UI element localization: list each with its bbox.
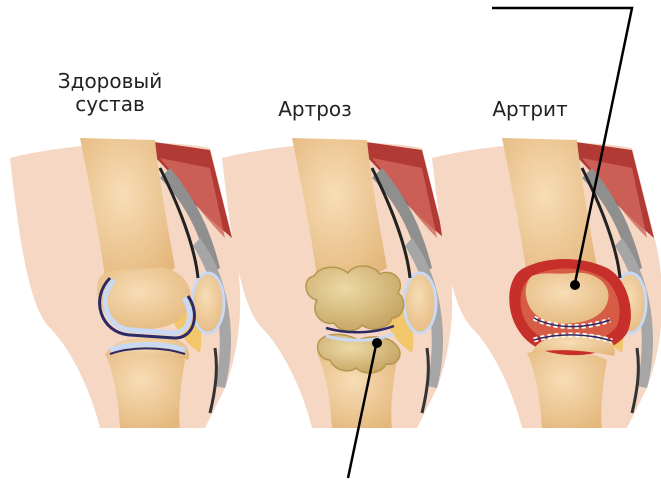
arthrosis-illustration xyxy=(222,138,452,428)
arthritis-illustration xyxy=(432,138,661,428)
healthy-joint-illustration xyxy=(10,138,240,428)
pointer-bottom-dot xyxy=(372,338,382,348)
pointer-top-dot xyxy=(570,280,580,290)
